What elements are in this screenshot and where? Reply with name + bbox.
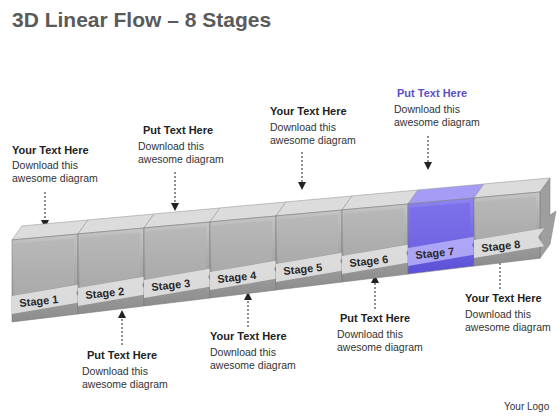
- stage-ribbon: [408, 237, 478, 267]
- stage-shape: [408, 184, 484, 274]
- callout-heading: Put Text Here: [340, 312, 410, 325]
- stage-block: Stage 5: [276, 196, 352, 290]
- stage-block: Stage 7: [408, 184, 484, 274]
- leader-arrow: [122, 314, 123, 345]
- leader-arrow: [248, 296, 249, 327]
- stage-ribbon: [144, 268, 214, 298]
- front-face: [12, 234, 78, 322]
- callout-heading: Your Text Here: [465, 292, 542, 305]
- stage-ribbon: [342, 244, 412, 274]
- stage-block: Stage 3: [144, 208, 220, 306]
- logo-text: Your Logo: [504, 400, 560, 413]
- callout-body: Download this awesome diagram: [394, 103, 494, 129]
- callout-heading: Your Text Here: [210, 330, 287, 343]
- stage-ribbon: [276, 252, 346, 282]
- callout-heading: Put Text Here: [143, 124, 213, 137]
- callout-body: Download this awesome diagram: [12, 159, 112, 185]
- callout-body: Download this awesome diagram: [210, 346, 310, 372]
- stage-block: Stage 6: [342, 190, 418, 282]
- leader-arrow: [428, 136, 429, 166]
- stage-ribbon: [12, 284, 82, 314]
- stage-block: Stage 8: [474, 178, 556, 266]
- stage-block: Stage 4: [210, 202, 286, 298]
- stage-ribbon: [210, 260, 280, 290]
- leader-arrow: [175, 172, 176, 207]
- leader-arrow: [45, 192, 46, 224]
- stage-ribbon: [474, 229, 544, 259]
- callout-body: Download this awesome diagram: [138, 140, 238, 166]
- stage-ribbon: [78, 276, 148, 306]
- callout-heading: Put Text Here: [87, 349, 157, 362]
- callout-body: Download this awesome diagram: [465, 308, 560, 334]
- leader-arrow: [375, 279, 376, 309]
- diagram-title: 3D Linear Flow – 8 Stages: [12, 8, 271, 32]
- callout-body: Download this awesome diagram: [337, 328, 437, 354]
- stage-block: Stage 1: [12, 220, 88, 322]
- callout-body: Download this awesome diagram: [82, 365, 182, 391]
- callout-heading: Your Text Here: [270, 105, 347, 118]
- callout-heading: Your Text Here: [12, 144, 89, 157]
- callout-heading: Put Text Here: [397, 87, 467, 100]
- stage-block: Stage 2: [78, 214, 154, 314]
- callout-body: Download this awesome diagram: [270, 121, 370, 147]
- leader-arrow: [302, 152, 303, 186]
